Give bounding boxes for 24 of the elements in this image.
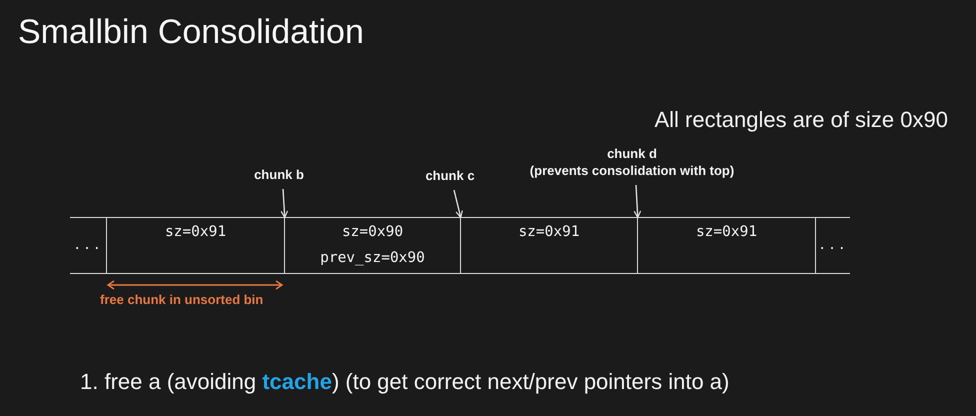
chunk-size-text: sz=0x91 <box>518 223 580 242</box>
chunk-size-text: sz=0x90 <box>342 223 404 242</box>
heap-chunk <box>460 217 637 274</box>
heap-chunk <box>106 217 284 274</box>
chunk-size-text: sz=0x91 <box>164 223 226 242</box>
chunk-label: chunk d <box>606 145 658 162</box>
leader-arrow <box>453 190 463 218</box>
heap-chunk <box>284 217 460 274</box>
prev-size-text: prev_sz=0x90 <box>320 249 425 268</box>
leader-arrow <box>280 188 288 218</box>
chunk-label: chunk b <box>254 166 304 183</box>
memory-region <box>815 217 850 274</box>
chunk-label: chunk c <box>425 167 475 184</box>
leader-arrow <box>634 184 642 218</box>
ellipsis-text: ... <box>73 237 103 255</box>
ellipsis-text: ... <box>818 237 848 255</box>
free-chunk-caption: free chunk in unsorted bin <box>100 292 264 308</box>
step-text: 1. free a (avoiding tcache) (to get correct next/prev pointers into a) <box>80 368 730 396</box>
size-note: All rectangles are of size 0x90 <box>654 106 948 134</box>
chunk-size-text: sz=0x91 <box>696 223 758 242</box>
chunk-note: (prevents consolidation with top) <box>530 162 734 179</box>
slide-title: Smallbin Consolidation <box>18 12 364 52</box>
heap-chunk <box>637 217 815 274</box>
memory-region <box>70 217 106 274</box>
